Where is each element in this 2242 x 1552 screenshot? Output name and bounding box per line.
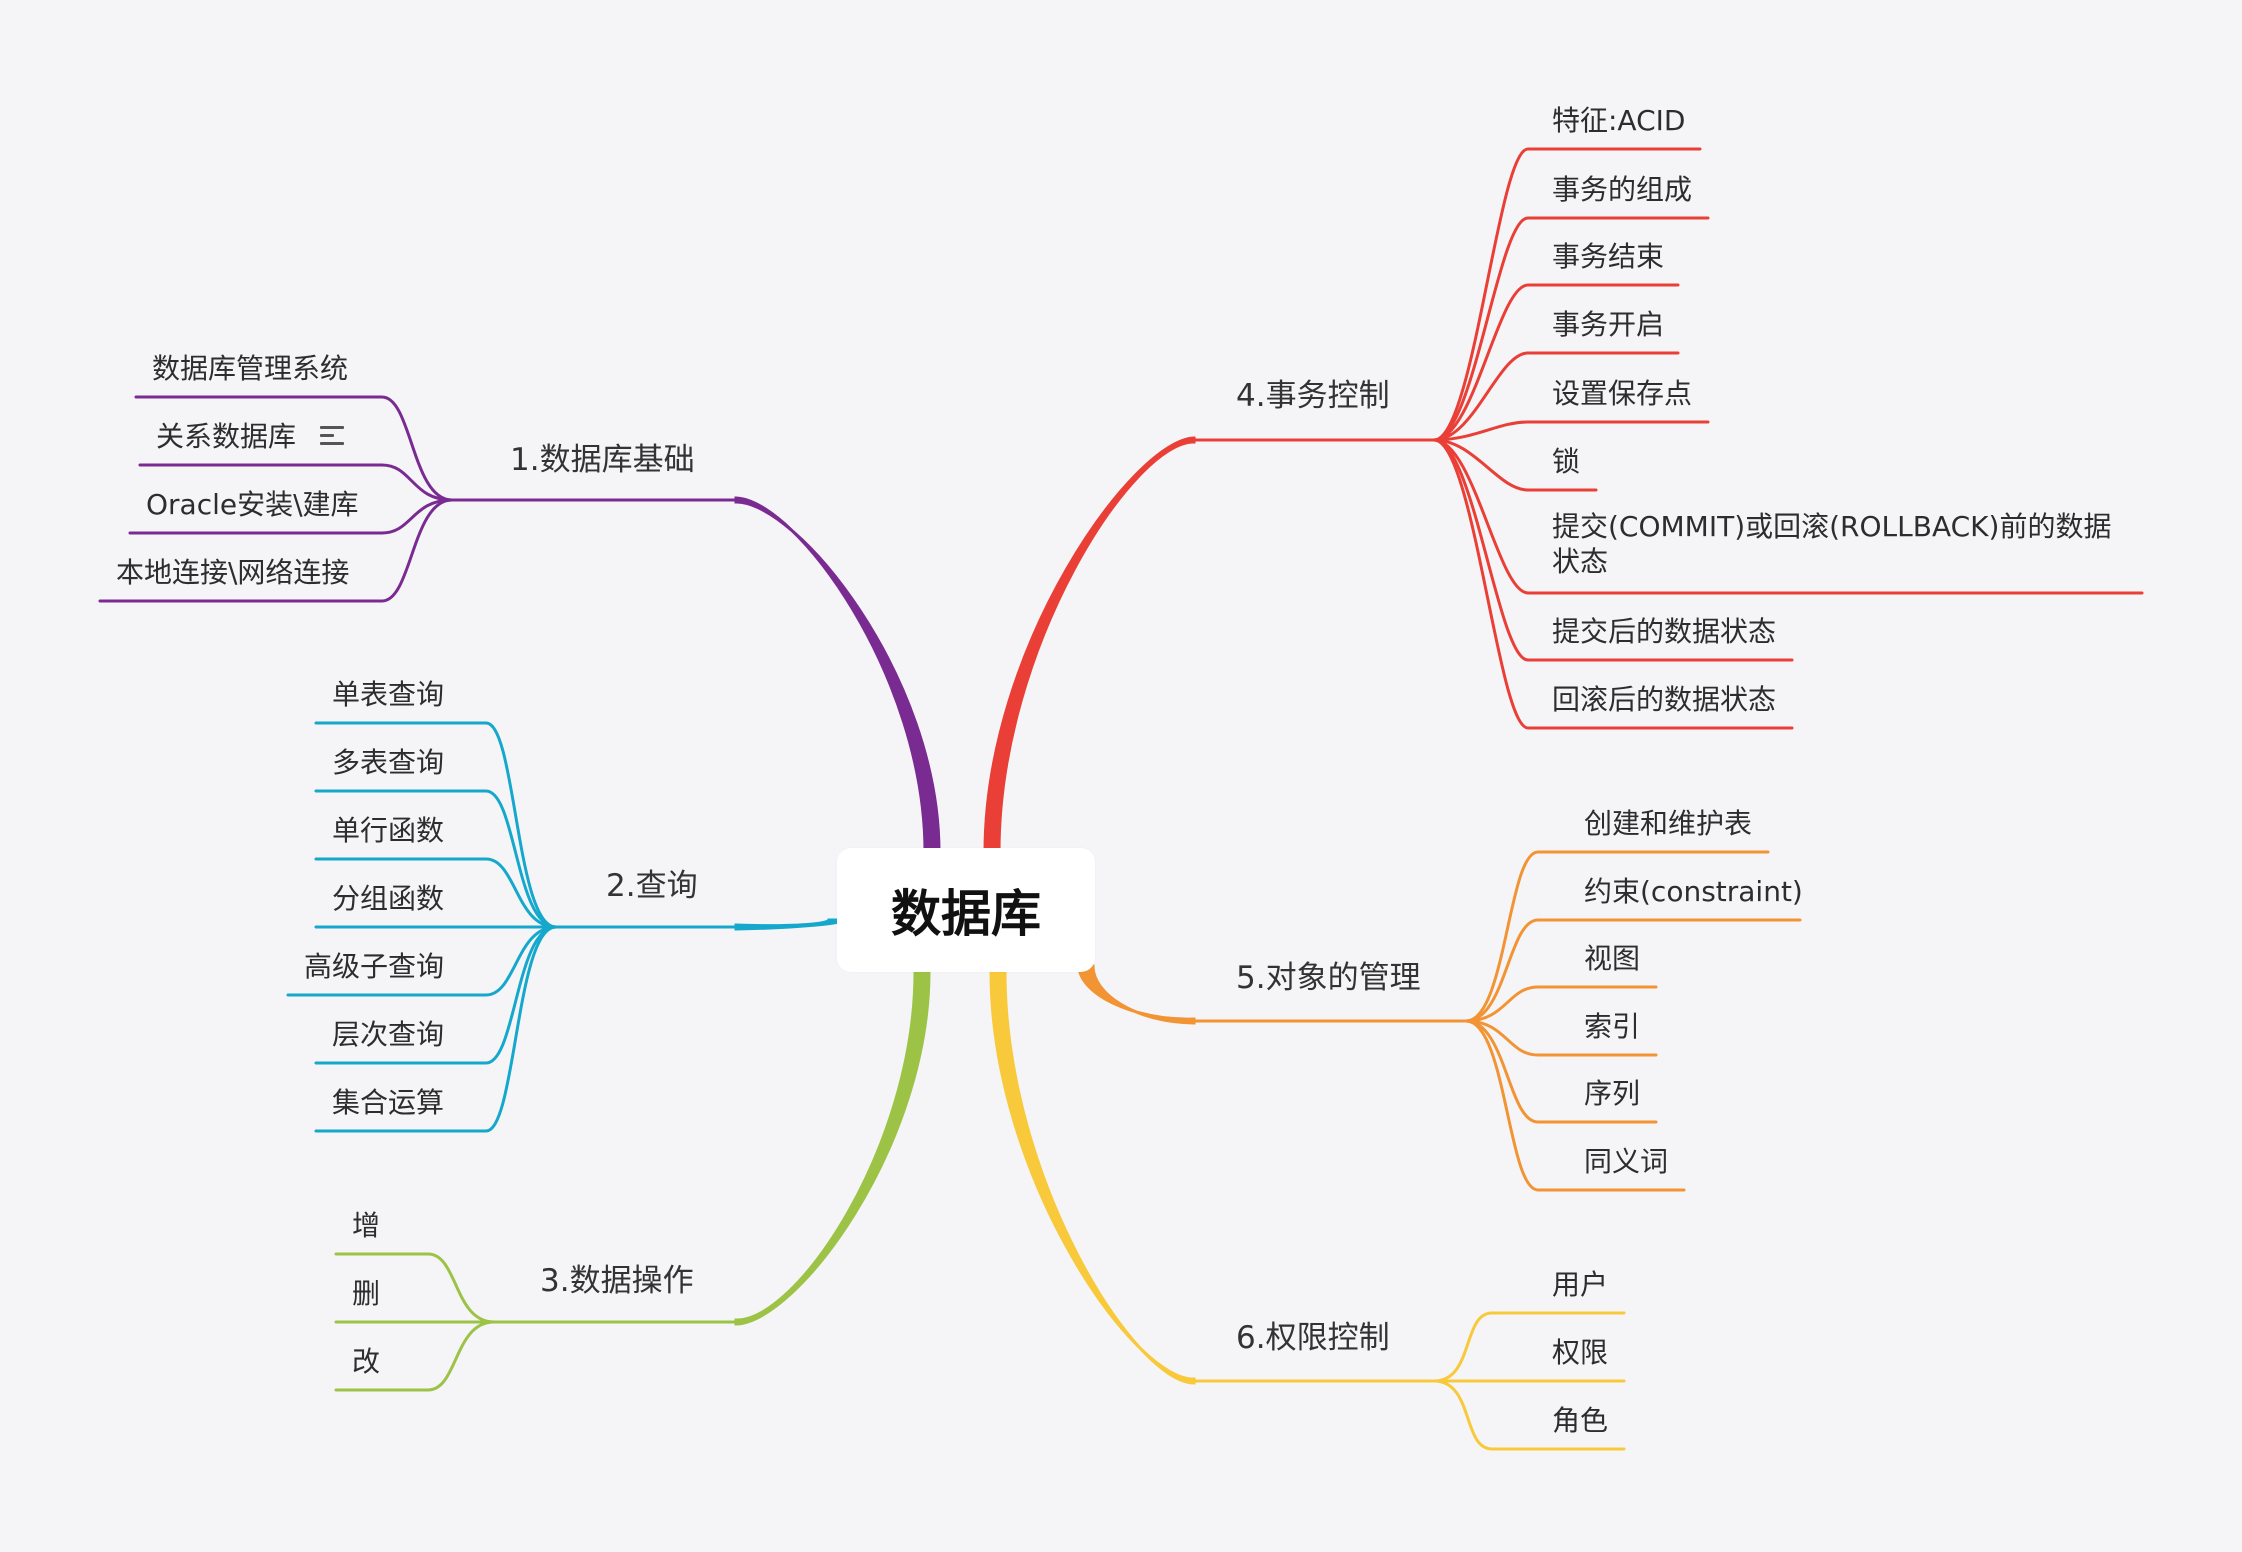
subtopic[interactable]: 序列: [1584, 1077, 1641, 1110]
child-connector: [1432, 438, 1598, 492]
child-connector: [1432, 420, 1710, 442]
subtopic[interactable]: 约束(constraint): [1584, 875, 1803, 908]
subtopic[interactable]: 高级子查询: [304, 950, 445, 983]
child-connector: [334, 1320, 496, 1392]
notes-icon-line: [320, 434, 334, 437]
subtopic[interactable]: 增: [352, 1209, 381, 1242]
child-connector: [314, 857, 558, 929]
subtopic[interactable]: 设置保存点: [1552, 377, 1693, 410]
branch-topic-2[interactable]: 2.查询: [606, 868, 698, 904]
subtopic[interactable]: 多表查询: [332, 746, 445, 779]
subtopic[interactable]: 锁: [1552, 445, 1581, 478]
branch-trunk: [734, 496, 941, 854]
notes-icon-line: [320, 426, 344, 429]
child-connector: [1464, 985, 1658, 1023]
child-connector: [1432, 147, 1702, 442]
child-connector: [134, 395, 454, 502]
child-connector: [1432, 1311, 1626, 1383]
child-connector: [314, 789, 558, 929]
child-connector: [1464, 1019, 1658, 1124]
child-connector: [1432, 351, 1680, 442]
child-connector: [334, 1252, 496, 1324]
subtopic[interactable]: 事务的组成: [1552, 173, 1693, 206]
child-connector: [1464, 850, 1770, 1023]
subtopic[interactable]: 提交(COMMIT)或回滚(ROLLBACK)前的数据状态: [1552, 510, 2112, 578]
child-connector: [286, 925, 558, 997]
subtopic[interactable]: 单行函数: [332, 814, 445, 847]
subtopic[interactable]: 单表查询: [332, 678, 445, 711]
branch-topic-3[interactable]: 3.数据操作: [540, 1263, 694, 1299]
branch-trunk: [734, 918, 845, 931]
child-connector: [1432, 1379, 1626, 1451]
child-connector: [128, 498, 454, 535]
subtopic[interactable]: 事务开启: [1552, 308, 1665, 341]
branch-topic-4[interactable]: 4.事务控制: [1236, 378, 1390, 414]
branch-topic-1[interactable]: 1.数据库基础: [510, 442, 695, 478]
subtopic[interactable]: 创建和维护表: [1584, 807, 1753, 840]
subtopic[interactable]: 角色: [1552, 1404, 1609, 1437]
subtopic[interactable]: 权限: [1552, 1336, 1609, 1369]
child-connector: [1432, 438, 1794, 662]
branch-trunk: [983, 436, 1196, 854]
subtopic[interactable]: 集合运算: [332, 1086, 445, 1119]
subtopic[interactable]: 删: [352, 1277, 381, 1310]
subtopic[interactable]: 同义词: [1584, 1145, 1669, 1178]
subtopic[interactable]: 视图: [1584, 942, 1641, 975]
child-connector: [1432, 438, 1794, 730]
child-connector: [1464, 1019, 1686, 1192]
subtopic[interactable]: 提交后的数据状态: [1552, 615, 1777, 648]
child-connector: [314, 925, 558, 1065]
notes-icon-line: [320, 442, 344, 445]
subtopic[interactable]: 索引: [1584, 1010, 1641, 1043]
child-connector: [98, 498, 454, 603]
child-connector: [1464, 918, 1802, 1023]
child-connector: [314, 721, 558, 929]
subtopic[interactable]: 关系数据库: [156, 420, 297, 453]
child-connector: [1432, 438, 2144, 595]
subtopic[interactable]: 特征:ACID: [1552, 104, 1686, 137]
branch-trunk: [734, 970, 931, 1326]
notes-icon[interactable]: [318, 426, 346, 450]
child-connector: [138, 463, 454, 502]
subtopic[interactable]: Oracle安装\建库: [146, 488, 359, 521]
child-connector: [1464, 1019, 1658, 1057]
subtopic[interactable]: 本地连接\网络连接: [116, 556, 350, 589]
root-topic[interactable]: 数据库: [837, 848, 1095, 972]
child-connector: [314, 925, 558, 1133]
child-connector: [1432, 216, 1710, 442]
subtopic[interactable]: 改: [352, 1345, 381, 1378]
branch-trunk: [989, 970, 1196, 1385]
subtopic[interactable]: 数据库管理系统: [152, 352, 349, 385]
subtopic[interactable]: 用户: [1552, 1268, 1609, 1301]
branch-trunk: [1077, 964, 1196, 1025]
branch-topic-6[interactable]: 6.权限控制: [1236, 1320, 1390, 1356]
subtopic[interactable]: 事务结束: [1552, 240, 1665, 273]
branch-topic-5[interactable]: 5.对象的管理: [1236, 960, 1421, 996]
subtopic[interactable]: 回滚后的数据状态: [1552, 683, 1777, 716]
subtopic[interactable]: 层次查询: [332, 1018, 445, 1051]
child-connector: [1432, 283, 1680, 442]
subtopic[interactable]: 分组函数: [332, 882, 445, 915]
